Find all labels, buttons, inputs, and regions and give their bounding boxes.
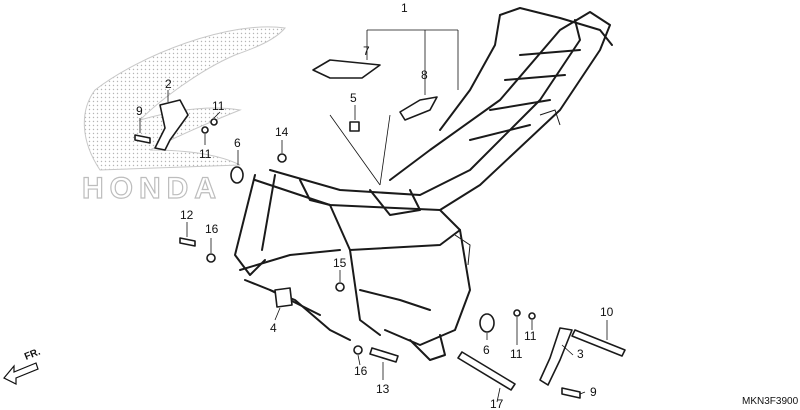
- nut-11-right-a: [513, 309, 521, 317]
- front-direction-arrow: FR.: [3, 346, 42, 385]
- bracket-3: [539, 327, 573, 386]
- diagram-code: MKN3F3900: [742, 396, 799, 407]
- callout-15: 15: [333, 256, 347, 270]
- bolt-17: [457, 351, 516, 391]
- callout-12: 12: [180, 208, 194, 222]
- callouts: 1 7 8 2 9 11 11 5 14 6 12 16 15 4 10 11 …: [136, 1, 614, 410]
- nut-11-right-b: [528, 312, 536, 320]
- nut-14: [277, 153, 287, 163]
- main-frame: [234, 7, 613, 361]
- callout-17: 17: [490, 397, 504, 410]
- callout-10: 10: [600, 305, 614, 319]
- callout-6-left: 6: [234, 136, 241, 150]
- washer-15: [335, 282, 345, 292]
- collar-4: [274, 287, 293, 308]
- collar-6-left: [230, 166, 244, 184]
- callout-5: 5: [350, 91, 357, 105]
- honda-wing-logo: [83, 26, 286, 171]
- callout-8: 8: [421, 68, 428, 82]
- callout-7: 7: [363, 44, 370, 58]
- callout-4: 4: [270, 321, 277, 335]
- callout-1: 1: [401, 1, 408, 15]
- callout-16-bottom: 16: [354, 364, 368, 378]
- bolt-13: [369, 347, 399, 363]
- callout-11-top-a: 11: [212, 99, 225, 113]
- callout-11-right-a: 11: [524, 329, 537, 343]
- plate-8: [399, 96, 438, 121]
- nut-11-top-a: [210, 118, 218, 126]
- callout-9-bottom: 9: [590, 385, 597, 399]
- callout-6-right: 6: [483, 343, 490, 357]
- honda-watermark-text: HONDA: [82, 172, 222, 205]
- collar-6-right: [479, 313, 495, 333]
- callout-2: 2: [165, 77, 172, 91]
- plate-7: [312, 59, 381, 79]
- washer-16-left: [206, 253, 216, 263]
- nut-11-top-b: [201, 126, 209, 134]
- callout-11-top-b: 11: [199, 147, 212, 161]
- bolt-9-bottom: [561, 387, 581, 399]
- callout-9-top: 9: [136, 104, 143, 118]
- washer-16-bottom: [353, 345, 363, 355]
- callout-11-right-b: 11: [510, 347, 523, 361]
- callout-3: 3: [577, 347, 584, 361]
- callout-14: 14: [275, 125, 289, 139]
- nut-5: [349, 121, 360, 132]
- bracket-2: [154, 99, 189, 151]
- bolt-10: [571, 329, 626, 357]
- bolt-9-top: [134, 134, 151, 144]
- callout-13: 13: [376, 382, 390, 396]
- callout-16-left: 16: [205, 222, 219, 236]
- direction-label: FR.: [23, 346, 42, 362]
- bolt-12: [179, 237, 196, 247]
- leader-lines: [139, 29, 608, 403]
